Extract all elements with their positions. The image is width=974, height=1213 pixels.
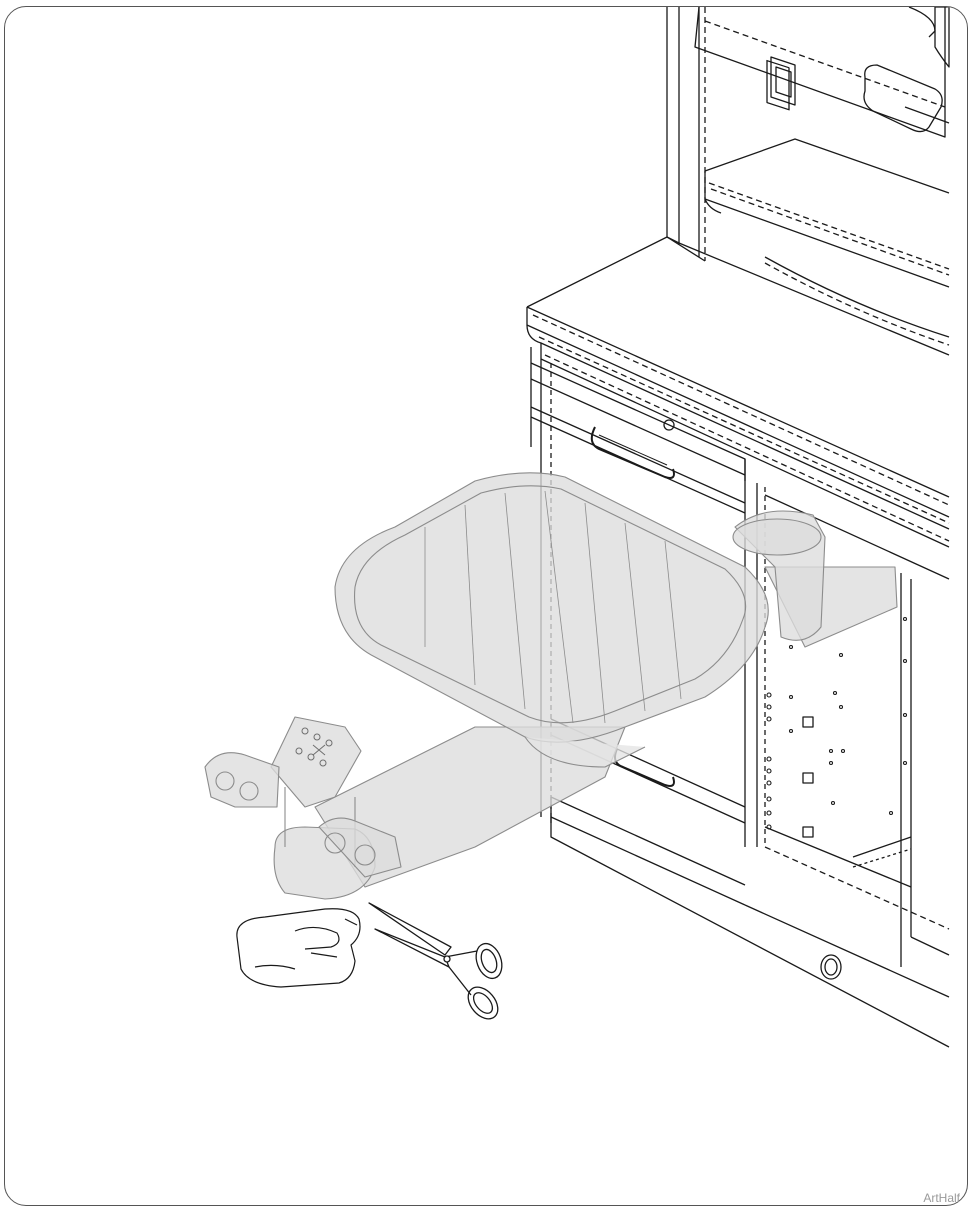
peg-holes xyxy=(766,616,908,830)
hand-icon xyxy=(236,908,361,988)
technical-illustration xyxy=(204,7,950,1048)
illustration-frame xyxy=(4,6,968,1206)
counter-top xyxy=(526,236,950,548)
cable-grommet xyxy=(820,954,842,980)
upper-hutch xyxy=(666,7,950,346)
ghosted-tray-arm xyxy=(204,472,898,900)
art-size-label: ArtHalf xyxy=(923,1191,960,1205)
scissors-icon xyxy=(368,902,503,1020)
